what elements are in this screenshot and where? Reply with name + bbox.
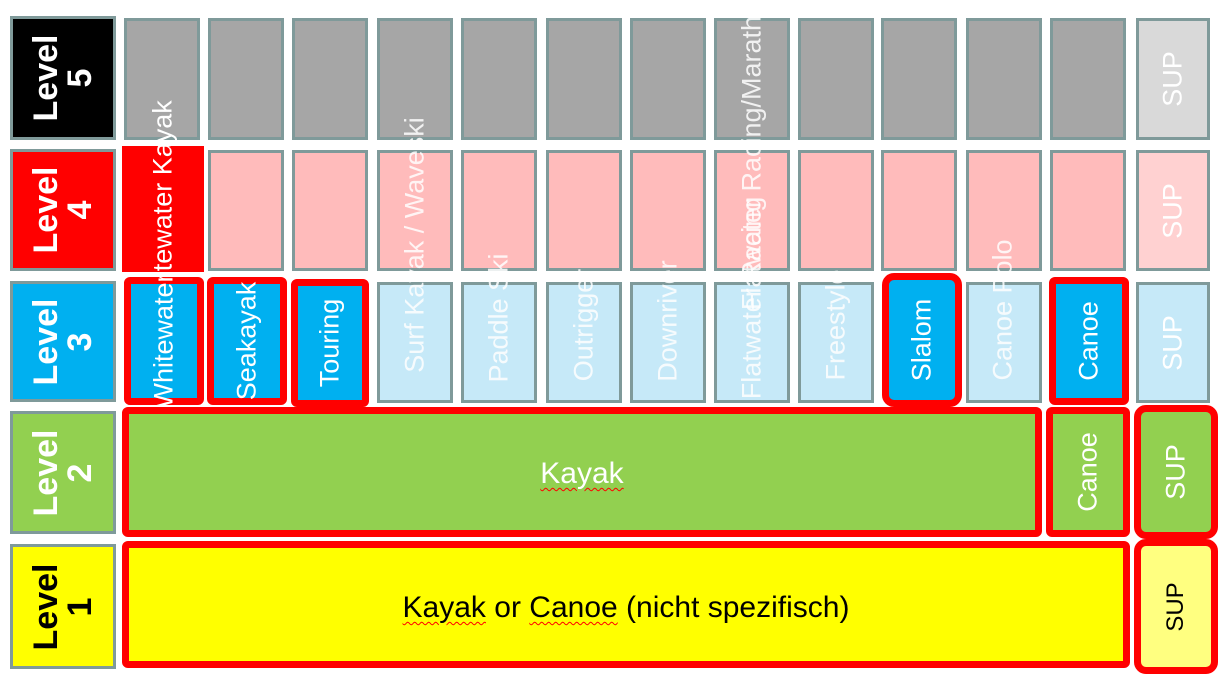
r3-cell — [798, 282, 874, 403]
r2-kayak-text: Kayak — [540, 457, 624, 490]
r3-whitewater-highlight: Whitewater — [124, 273, 204, 409]
level-5-number: 5 — [61, 68, 99, 88]
r4-cell — [630, 150, 706, 271]
level-3-number: 3 — [61, 332, 99, 351]
r4-cell — [881, 150, 957, 271]
r5-cell — [714, 18, 790, 140]
r3-downriver-text: Downriver — [652, 260, 683, 382]
level-2-number: 2 — [61, 463, 99, 482]
level-3-word: Level — [27, 298, 65, 385]
r3-cell — [714, 282, 790, 403]
r3-sup-text: SUP — [1157, 314, 1188, 371]
r3-slalom-highlight: Slalom — [882, 273, 962, 407]
r5-cell — [630, 18, 706, 140]
r3-slalom-text: Slalom — [906, 298, 937, 382]
r2-canoe-highlight: Canoe — [1046, 407, 1130, 537]
r3-touring-text: Touring — [314, 298, 345, 388]
r5-cell — [881, 18, 957, 140]
r3-surf-kayak-text: Surf Kayak / Waveski — [399, 117, 430, 373]
r3-cell — [377, 282, 453, 403]
r3-outrigger-text: Outrigger — [568, 268, 599, 382]
r3-touring-highlight: Touring — [291, 279, 369, 407]
level-4-word: Level — [27, 166, 65, 254]
r3-seakayak-highlight: Seakayak — [207, 277, 287, 405]
r3-freestyle-text: Freestyle — [820, 269, 851, 381]
r5-cell — [208, 18, 284, 140]
r1-sup-highlight: SUP — [1134, 539, 1218, 674]
r4-cell — [798, 150, 874, 271]
r3-cell — [966, 282, 1042, 403]
r3-canoe-text: Canoe — [1073, 301, 1104, 381]
r4-cell — [1050, 150, 1126, 271]
r5-flatwater-marathon-text: Flatwater Racing/Marathon — [736, 0, 767, 311]
r2-sup-text: SUP — [1160, 444, 1191, 500]
r5-cell — [546, 18, 622, 140]
level-4-number: 4 — [61, 200, 99, 220]
r1-main-highlight: Kayak or Canoe (nicht spezifisch) — [122, 541, 1130, 668]
r5-cell — [377, 18, 453, 140]
r3-cell — [461, 282, 537, 403]
r4-whitewater-kayak-cell: Whitewater Kayak — [122, 100, 204, 318]
r3-sup-cell: SUP — [1136, 282, 1210, 403]
r3-paddle-ski-text: Paddle Ski — [483, 253, 514, 383]
r3-cell — [630, 282, 706, 403]
r2-sup-highlight: SUP — [1134, 405, 1218, 539]
r4-cell — [377, 150, 453, 271]
r5-cell — [1050, 18, 1126, 140]
r5-sup-text: SUP — [1157, 51, 1188, 107]
r4-cell — [461, 150, 537, 271]
r2-kayak-highlight: Kayak — [122, 407, 1042, 537]
r1-sup-text: SUP — [1162, 581, 1189, 632]
r5-cell — [292, 18, 368, 140]
r3-canoe-polo-text: Canoe Polo — [987, 239, 1018, 381]
r5-sup-cell: SUP — [1136, 18, 1210, 140]
r3-whitewater-text: Whitewater — [148, 273, 179, 409]
r5-cell — [124, 18, 200, 140]
r4-cell — [966, 150, 1042, 271]
r2-canoe-text: Canoe — [1072, 432, 1103, 512]
r4-cell — [208, 150, 284, 271]
r5-cell — [461, 18, 537, 140]
r4-sup-cell: SUP — [1136, 150, 1210, 271]
r4-sup-text: SUP — [1157, 182, 1188, 239]
r4-cell — [546, 150, 622, 271]
r4-cell — [714, 150, 790, 271]
level-2-word: Level — [27, 429, 65, 516]
r3-cell — [546, 282, 622, 403]
r3-canoe-highlight: Canoe — [1049, 277, 1129, 405]
r4-cell — [292, 150, 368, 271]
level-5-word: Level — [27, 34, 65, 122]
r1-main-text: Kayak or Canoe (nicht spezifisch) — [402, 591, 850, 624]
level-1-number: 1 — [61, 597, 99, 616]
level-1-word: Level — [27, 563, 65, 650]
r3-seakayak-text: Seakayak — [231, 281, 262, 401]
r5-cell — [966, 18, 1042, 140]
r5-cell — [798, 18, 874, 140]
